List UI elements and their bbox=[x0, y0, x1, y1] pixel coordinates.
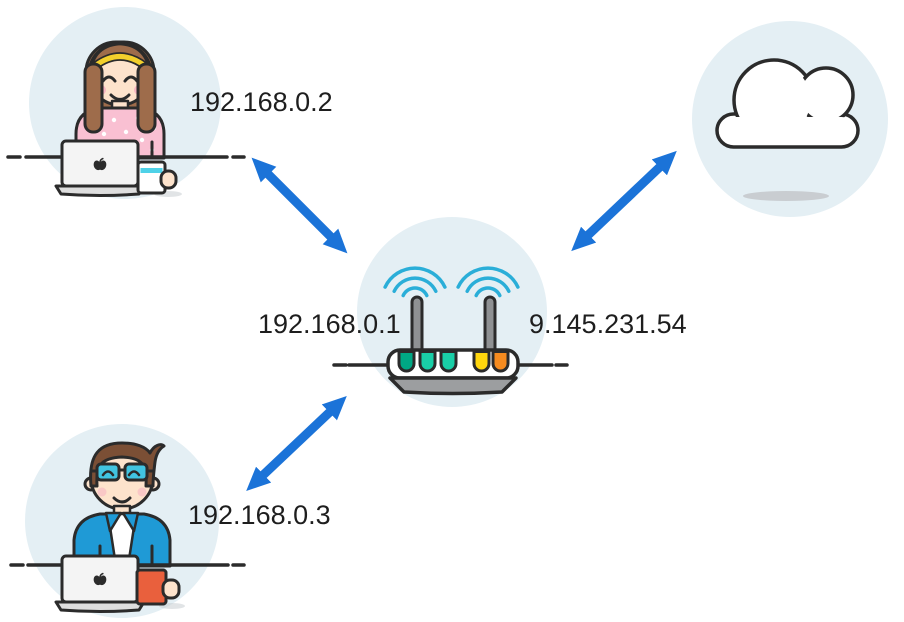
holding-hand bbox=[159, 169, 178, 190]
laptop-base bbox=[54, 600, 146, 613]
woman-mouth bbox=[109, 93, 131, 101]
router-light-green bbox=[397, 350, 416, 373]
internet-node bbox=[692, 21, 888, 217]
client2-workstation bbox=[9, 424, 246, 618]
woman-right-eye bbox=[123, 75, 139, 83]
laptop-base bbox=[54, 184, 146, 197]
arrow-client2-router-icon bbox=[246, 395, 347, 492]
router-light-teal-2 bbox=[439, 350, 458, 373]
cloud-shadow bbox=[743, 191, 829, 201]
client1-workstation bbox=[6, 7, 246, 199]
router-lan-ip-label: 192.168.0.1 bbox=[258, 309, 401, 339]
woman-hair-lock-left bbox=[83, 62, 104, 134]
arrow-client1-router-icon bbox=[251, 157, 348, 254]
cloud-icon bbox=[715, 58, 860, 149]
router-node bbox=[332, 217, 569, 407]
router-base bbox=[388, 376, 518, 396]
arrow-router-internet-icon bbox=[571, 150, 677, 252]
client1-laptop-icon bbox=[54, 139, 146, 197]
link-arrows bbox=[246, 150, 677, 492]
man-user-icon bbox=[72, 441, 172, 568]
client2-laptop-icon bbox=[54, 554, 146, 613]
man-hair bbox=[89, 441, 166, 488]
router-wan-ip-label: 9.145.231.54 bbox=[529, 309, 687, 339]
mug-stripe bbox=[140, 168, 163, 173]
woman-headband bbox=[92, 54, 148, 69]
client2-mug-icon bbox=[135, 568, 181, 606]
wifi-signal-icon bbox=[383, 266, 520, 298]
man-collar bbox=[104, 511, 140, 533]
router-light-yellow bbox=[472, 350, 491, 373]
client2-ip-label: 192.168.0.3 bbox=[188, 500, 331, 530]
router-light-orange bbox=[491, 350, 510, 373]
man-eyes bbox=[101, 470, 141, 477]
wifi-router-icon bbox=[386, 295, 520, 396]
woman-left-eye bbox=[101, 75, 117, 83]
holding-hand bbox=[161, 578, 181, 600]
man-mouth bbox=[112, 496, 132, 504]
client1-mug-icon bbox=[136, 160, 178, 195]
woman-hair-lock-right bbox=[136, 62, 157, 134]
client1-ip-label: 192.168.0.2 bbox=[190, 87, 333, 117]
router-light-teal-1 bbox=[418, 350, 437, 373]
